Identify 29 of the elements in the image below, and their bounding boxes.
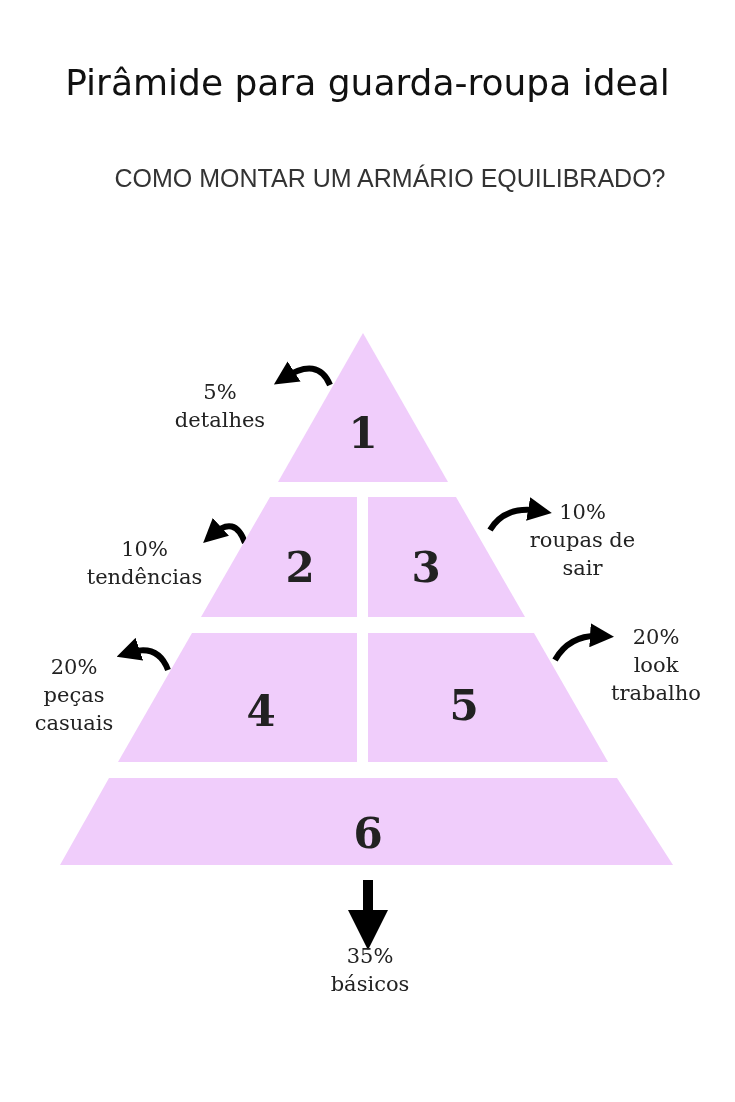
percentage-label: 10% xyxy=(120,536,169,563)
tier-number: 4 xyxy=(246,686,276,736)
curved-arrow xyxy=(348,880,388,950)
category-label: peças casuais xyxy=(33,682,115,737)
category-label: básicos xyxy=(329,971,411,998)
subtitle: COMO MONTAR UM ARMÁRIO EQUILIBRADO? xyxy=(113,164,667,193)
category-label: detalhes xyxy=(173,407,267,434)
percentage-label: 20% xyxy=(49,654,99,681)
category-label: roupas de sair xyxy=(528,527,637,582)
pyramid-tier xyxy=(60,778,673,865)
category-label: look trabalho xyxy=(610,652,702,707)
pyramid-tier xyxy=(201,497,357,617)
percentage-label: 20% xyxy=(631,624,681,651)
category-label: tendências xyxy=(85,564,204,591)
tier-number: 1 xyxy=(348,408,378,458)
tier-number: 6 xyxy=(353,808,383,858)
curved-arrow xyxy=(552,623,614,662)
tier-number: 5 xyxy=(449,680,479,730)
tier-number: 3 xyxy=(411,542,441,592)
pyramid-tier xyxy=(278,333,448,482)
curved-arrow xyxy=(487,497,552,532)
pyramid-tier xyxy=(118,633,357,762)
pyramid-tier xyxy=(368,633,608,762)
pyramid-tier xyxy=(368,497,525,617)
percentage-label: 35% xyxy=(345,943,395,970)
percentage-label: 5% xyxy=(202,379,238,406)
tier-number: 2 xyxy=(285,542,315,592)
percentage-label: 10% xyxy=(558,499,607,526)
title: Pirâmide para guarda-roupa ideal xyxy=(64,62,671,103)
